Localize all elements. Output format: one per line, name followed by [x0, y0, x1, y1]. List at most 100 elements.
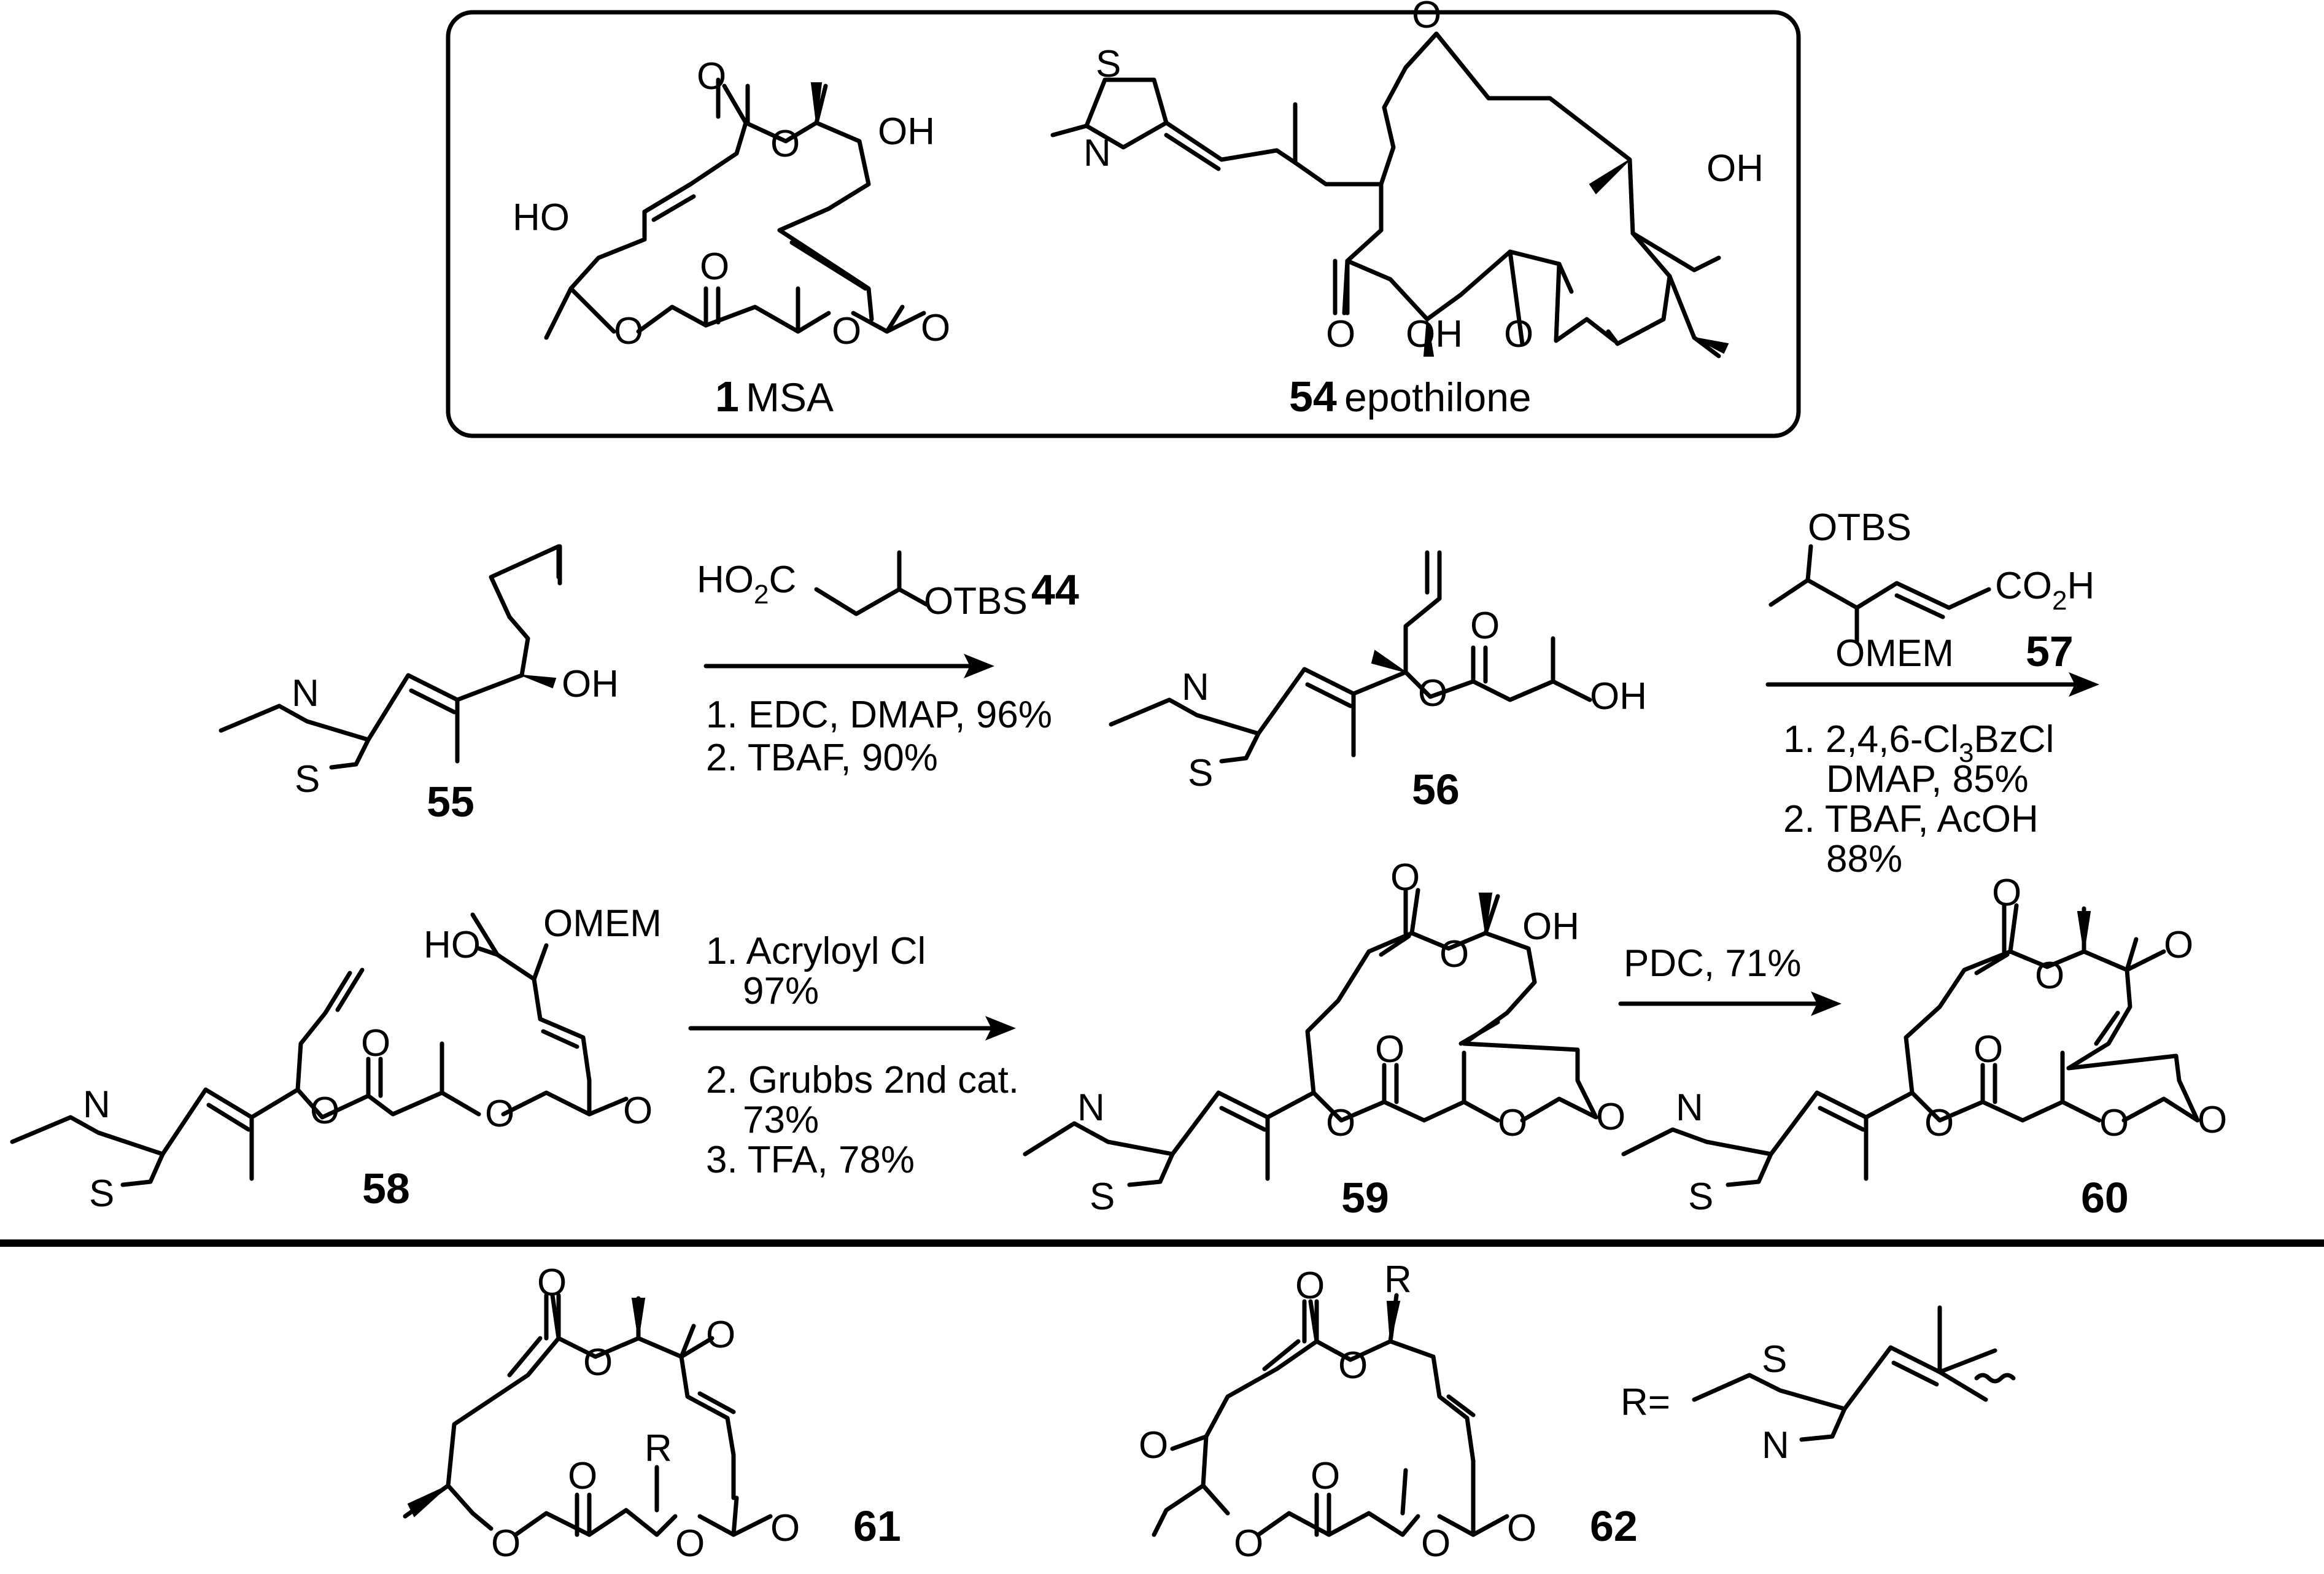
- structure-msa: O O OH HO O O O O: [513, 55, 950, 352]
- c58-ho: HO: [424, 924, 481, 966]
- c56-ester-o: O: [1418, 672, 1447, 715]
- c59-ester-o-left: O: [1326, 1102, 1355, 1144]
- label-58: 58: [362, 1165, 410, 1212]
- step2-line3: 2. TBAF, AcOH: [1783, 798, 2039, 840]
- label-59: 59: [1341, 1174, 1389, 1222]
- msa-carbonyl-o-top: O: [697, 55, 726, 98]
- epo-thiazole-n: N: [1083, 132, 1111, 174]
- msa-ester-o-right: O: [832, 310, 861, 352]
- c60-ester-o-right: O: [2099, 1102, 2129, 1144]
- c62-ester-o-left: O: [1234, 1522, 1263, 1565]
- label-55: 55: [427, 778, 474, 826]
- c60-thiazole-s: S: [1688, 1176, 1713, 1218]
- msa-ester-o-left: O: [614, 310, 643, 352]
- epo-thiazole-s: S: [1096, 43, 1121, 85]
- c59-carbonyl-o-right: O: [1596, 1096, 1625, 1138]
- structure-60: N S O O O O O O O: [1621, 872, 2227, 1218]
- c58-ester-o-right: O: [485, 1093, 514, 1135]
- c60-carbonyl-o-top: O: [1992, 872, 2021, 914]
- arrow-step-3: [688, 1016, 1016, 1041]
- epo-ketone-o-right: O: [1504, 313, 1533, 355]
- c59-carbonyl-o-top: O: [1390, 856, 1420, 899]
- label-57: 57: [2026, 627, 2074, 675]
- c59-thiazole-n: N: [1077, 1087, 1105, 1129]
- c58-carbonyl-o: O: [361, 1022, 390, 1064]
- msa-carbonyl-o-right: O: [921, 307, 950, 349]
- inset-box: [446, 10, 1801, 438]
- structure-epothilone: S N O OH O OH O: [1050, 0, 1764, 359]
- structure-56: N S O O OH: [1109, 550, 1647, 794]
- c62-r: R: [1384, 1258, 1412, 1301]
- step1-line1: 1. EDC, DMAP, 96%: [706, 694, 1052, 736]
- step3-line3: 2. Grubbs 2nd cat.: [706, 1059, 1019, 1101]
- step2-line4: 88%: [1826, 838, 1902, 880]
- c61-ester-o-left: O: [491, 1522, 521, 1565]
- r-thiazole-n: N: [1762, 1424, 1789, 1467]
- label-62: 62: [1590, 1502, 1638, 1550]
- c60-ester-o-top: O: [2035, 955, 2064, 997]
- label-msa-name: MSA: [746, 374, 834, 420]
- label-60: 60: [2081, 1174, 2129, 1222]
- c60-ester-o-left: O: [1924, 1102, 1954, 1144]
- c61-ester-o-right: O: [675, 1522, 705, 1565]
- c61-ketone-o: O: [706, 1314, 735, 1356]
- c62-ester-o-top: O: [1338, 1344, 1368, 1387]
- structure-58: N S O O O O HO OMEM: [10, 902, 662, 1215]
- c60-ketone-o: O: [2164, 924, 2193, 966]
- c61-carbonyl-o-top: O: [537, 1262, 567, 1304]
- structure-61: O O O O O R O O: [403, 1262, 800, 1565]
- epo-oh-right: OH: [1706, 147, 1764, 190]
- step3-line4: 73%: [743, 1099, 819, 1141]
- c55-thiazole-s: S: [295, 758, 320, 801]
- msa-ester-o-top: O: [770, 123, 800, 165]
- c55-thiazole-n: N: [292, 672, 319, 715]
- arrow-step-2: [1765, 672, 2099, 697]
- c56-carbonyl-o: O: [1470, 605, 1500, 647]
- c55-oh: OH: [562, 663, 619, 705]
- step3-line2: 97%: [743, 970, 819, 1012]
- arrow-step-4: [1618, 991, 1842, 1016]
- step3-line5: 3. TFA, 78%: [706, 1139, 915, 1181]
- c59-thiazole-s: S: [1090, 1176, 1115, 1218]
- c60-carbonyl-o-right: O: [2198, 1099, 2227, 1141]
- c61-carbonyl-o-right: O: [770, 1507, 800, 1549]
- epo-epoxide-o: O: [1412, 0, 1441, 36]
- c60-thiazole-n: N: [1676, 1087, 1703, 1129]
- r-equals-label: R=: [1621, 1381, 1670, 1424]
- step4-line1: PDC, 71%: [1624, 942, 1801, 985]
- reagent-44-ho2c: HO2C: [697, 559, 796, 610]
- reagent-57-otbs: OTBS: [1808, 506, 1911, 549]
- reagent-57-co2h: CO2H: [1995, 565, 2094, 616]
- label-epothilone-name: epothilone: [1344, 374, 1532, 420]
- c59-ester-o-top: O: [1439, 933, 1469, 975]
- r-thiazole-s: S: [1762, 1338, 1787, 1381]
- label-44: 44: [1031, 566, 1079, 614]
- c59-ester-o-right: O: [1498, 1102, 1527, 1144]
- c62-carbonyl-o-right: O: [1507, 1507, 1536, 1549]
- epo-oh-bottom: OH: [1406, 313, 1463, 355]
- c62-ketone-o: O: [1139, 1424, 1168, 1467]
- c61-carbonyl-o-mid: O: [568, 1455, 597, 1497]
- c59-carbonyl-o-mid: O: [1375, 1028, 1404, 1071]
- msa-carbonyl-o-mid: O: [700, 246, 729, 288]
- label-56: 56: [1412, 766, 1460, 813]
- r-group-definition: R= S N: [1621, 1305, 2016, 1467]
- step3-line1: 1. Acryloyl Cl: [706, 930, 926, 972]
- c56-oh: OH: [1590, 675, 1647, 718]
- step2-line1: 1. 2,4,6-Cl3BzCl: [1783, 718, 2054, 768]
- label-61: 61: [853, 1502, 901, 1550]
- step1-line2: 2. TBAF, 90%: [706, 737, 938, 779]
- c59-oh: OH: [1522, 905, 1579, 948]
- c61-r: R: [645, 1427, 672, 1470]
- c58-ester-o-left: O: [310, 1090, 339, 1132]
- epo-ketone-o-left: O: [1326, 313, 1355, 355]
- c58-omem: OMEM: [543, 902, 662, 945]
- label-msa-number: 1: [715, 373, 739, 421]
- structure-59: N S O O OH O O O O: [1023, 856, 1625, 1218]
- reagent-44-otbs: OTBS: [924, 580, 1028, 622]
- c62-ester-o-right: O: [1421, 1522, 1451, 1565]
- structure-62: O O R O O O O O: [1139, 1258, 1536, 1565]
- step2-line2: DMAP, 85%: [1826, 758, 2029, 801]
- reagent-44: HO2C OTBS: [697, 550, 1028, 622]
